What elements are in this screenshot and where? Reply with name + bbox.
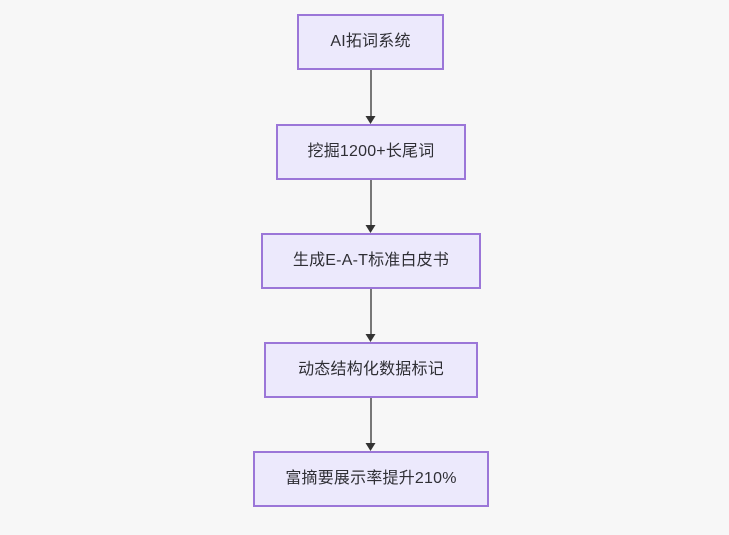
arrow-line (370, 398, 372, 443)
arrow-head-icon (365, 116, 376, 124)
arrow-line (370, 70, 372, 116)
flow-node-mine-longtail-keywords[interactable]: 挖掘1200+长尾词 (276, 124, 466, 180)
flow-node-label: 动态结构化数据标记 (298, 361, 444, 379)
flow-node-dynamic-structured-data-markup[interactable]: 动态结构化数据标记 (264, 342, 478, 398)
arrow-head-icon (365, 334, 376, 342)
flow-node-generate-eat-whitepaper[interactable]: 生成E-A-T标准白皮书 (261, 233, 481, 289)
flow-node-label: AI拓词系统 (330, 33, 411, 51)
flow-node-rich-snippet-impression-uplift[interactable]: 富摘要展示率提升210% (253, 451, 489, 507)
flow-node-label: 挖掘1200+长尾词 (307, 143, 435, 161)
flow-node-label: 富摘要展示率提升210% (285, 470, 457, 488)
arrow-head-icon (365, 443, 376, 451)
flow-node-label: 生成E-A-T标准白皮书 (292, 252, 450, 270)
arrow-head-icon (365, 225, 376, 233)
flow-node-ai-keyword-system[interactable]: AI拓词系统 (297, 14, 444, 70)
arrow-line (370, 289, 372, 334)
arrow-line (370, 180, 372, 225)
